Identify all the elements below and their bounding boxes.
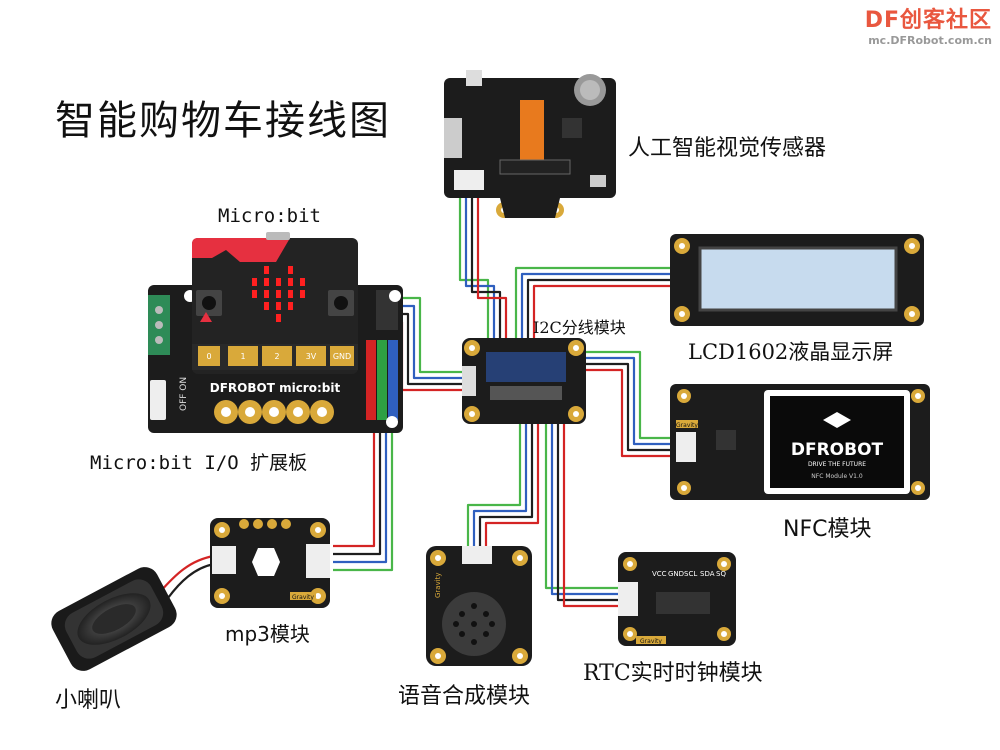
led-pixel <box>264 266 269 274</box>
nfc-module: DFROBOT DRIVE THE FUTURE NFC Module V1.0… <box>670 384 930 500</box>
i2c-hub <box>462 338 586 424</box>
expansion-pads <box>214 400 334 424</box>
led-pixel <box>288 278 293 286</box>
rtc-pin-gnd: GND <box>668 570 684 578</box>
label-microbit: Micro:bit <box>218 205 321 227</box>
rtc-pin-sda: SDA <box>700 570 715 578</box>
vision-sensor <box>444 70 616 218</box>
mp3-top-pads <box>239 519 291 529</box>
rtc-gravity-tag: Gravity <box>640 638 662 645</box>
watermark: DF创客社区 mc.DFRobot.com.cn <box>865 2 992 47</box>
nfc-tagline-text: DRIVE THE FUTURE <box>808 461 866 468</box>
wire-lcd-to-hub <box>514 266 672 345</box>
tts-gravity-tag: Gravity <box>434 572 442 598</box>
wire-vision-to-hub <box>458 190 508 345</box>
rtc-pin-labels: VCC GND SCL SDA SQ <box>652 570 726 578</box>
nfc-brand-text: DFROBOT <box>791 440 884 460</box>
wires <box>159 190 672 608</box>
microbit-brand-text: DFROBOT micro:bit <box>210 381 341 395</box>
led-pixel <box>276 290 281 298</box>
label-vision-sensor: 人工智能视觉传感器 <box>628 136 827 161</box>
wire-mp3-to-speaker <box>159 554 215 599</box>
led-pixel <box>288 302 293 310</box>
label-speaker: 小喇叭 <box>55 688 122 713</box>
led-pixel <box>288 290 293 298</box>
label-tts: 语音合成模块 <box>398 684 531 709</box>
pin-label-1: 1 <box>240 352 245 361</box>
microbit-pin-labels: 0 1 2 3V GND <box>206 352 351 361</box>
led-pixel <box>276 302 281 310</box>
led-pixel <box>300 290 305 298</box>
tts-speaker-holes <box>453 603 495 645</box>
wire-rtc-to-hub <box>544 420 618 608</box>
mp3-module: Gravity <box>210 518 330 608</box>
pin-label-0: 0 <box>206 352 211 361</box>
rtc-pin-sq: SQ <box>716 570 726 578</box>
led-pixel <box>252 278 257 286</box>
watermark-brand: DF创客社区 <box>864 8 992 33</box>
microbit: 0 1 2 3V GND DFROBOT micro:bit <box>192 232 358 395</box>
led-pixel <box>264 302 269 310</box>
label-nfc: NFC模块 <box>783 517 872 542</box>
led-pixel <box>264 290 269 298</box>
nfc-gravity-tag: Gravity <box>676 422 698 429</box>
led-matrix <box>252 266 305 322</box>
label-rtc: RTC实时时钟模块 <box>583 661 763 686</box>
power-switch-text: OFF ON <box>179 377 189 411</box>
wire-nfc-to-hub <box>585 350 672 458</box>
led-pixel <box>276 278 281 286</box>
pin-label-gnd: GND <box>333 352 351 361</box>
pin-label-2: 2 <box>274 352 279 361</box>
label-i2c-hub: I2C分线模块 <box>533 318 626 337</box>
led-pixel <box>252 290 257 298</box>
rtc-pin-scl: SCL <box>684 570 697 578</box>
rtc-pin-vcc: VCC <box>652 570 667 578</box>
nfc-model-text: NFC Module V1.0 <box>811 473 863 480</box>
led-pixel <box>276 314 281 322</box>
watermark-url: mc.DFRobot.com.cn <box>868 34 992 47</box>
page-title: 智能购物车接线图 <box>55 98 391 144</box>
led-pixel <box>288 266 293 274</box>
label-lcd: LCD1602液晶显示屏 <box>688 340 894 364</box>
pin-label-3v: 3V <box>306 352 317 361</box>
label-expansion-board: Micro:bit I/O 扩展板 <box>90 452 308 474</box>
rtc-module: VCC GND SCL SDA SQ Gravity <box>618 552 736 646</box>
wire-exp-to-hub <box>398 296 470 392</box>
wire-exp-to-mp3 <box>333 420 394 572</box>
lcd-display <box>670 234 924 326</box>
led-pixel <box>264 278 269 286</box>
led-pixel <box>300 278 305 286</box>
wire-tts-to-hub <box>466 420 540 548</box>
speaker <box>51 567 177 671</box>
microbit-edge-pads <box>198 346 354 366</box>
mp3-gravity-tag: Gravity <box>292 594 314 601</box>
tts-module: Gravity <box>426 546 532 666</box>
label-mp3: mp3模块 <box>225 622 310 646</box>
